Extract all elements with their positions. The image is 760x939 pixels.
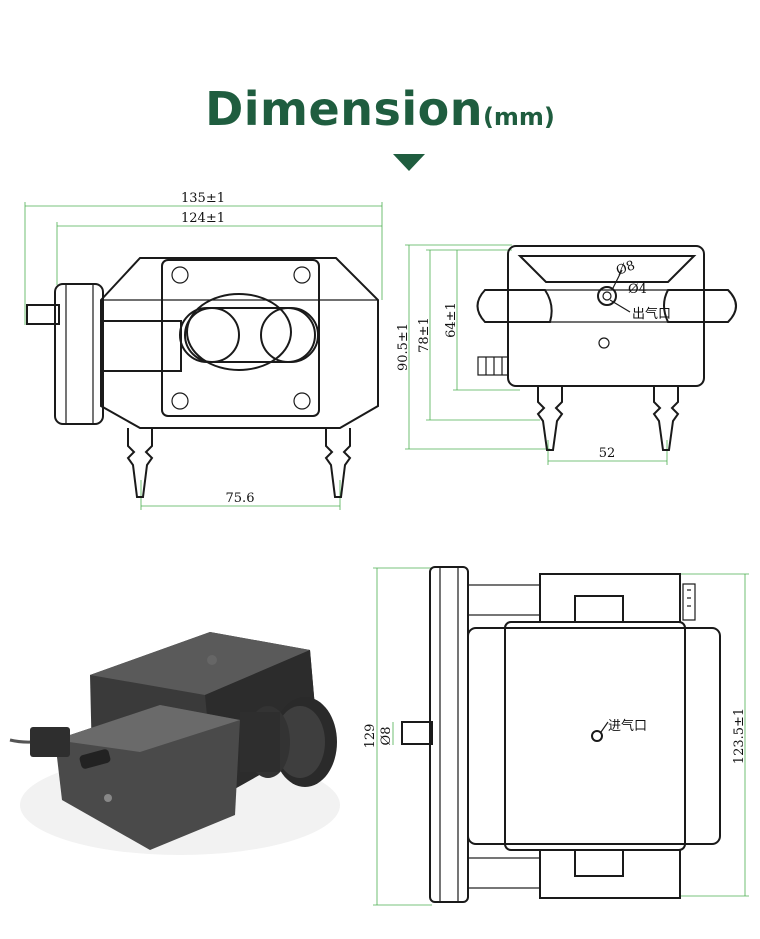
front-view-drawing: 135±1 124±1 75.6 <box>24 191 383 510</box>
down-arrow-icon <box>393 154 425 171</box>
front-overall-width-label: 135±1 <box>181 191 225 206</box>
side-height-top-label: 64±1 <box>444 302 459 338</box>
top-overall-length-label: 129 <box>363 724 378 749</box>
side-height-body-label: 78±1 <box>417 317 432 353</box>
front-body-width-label: 124±1 <box>181 211 225 226</box>
outlet-label: 出气口 <box>632 306 671 322</box>
top-overall-height-label: 123.5±1 <box>732 708 747 764</box>
product-photo <box>9 632 340 855</box>
title-unit: (mm) <box>482 103 555 131</box>
outlet-inner-diameter-label: Ø4 <box>628 282 647 297</box>
page-title: Dimension(mm) <box>0 82 760 136</box>
front-port-spacing-label: 75.6 <box>226 491 255 506</box>
title-text: Dimension <box>205 82 483 136</box>
top-view-drawing: 129 Ø8 123.5±1 进气口 <box>363 566 749 906</box>
outlet-outer-diameter-label: Ø8 <box>614 258 637 279</box>
side-height-overall-label: 90.5±1 <box>396 323 411 371</box>
top-shaft-diameter-label: Ø8 <box>379 727 394 746</box>
side-view-drawing: 90.5±1 78±1 64±1 52 Ø8 Ø4 出气口 <box>396 244 737 465</box>
side-port-spacing-label: 52 <box>599 446 616 461</box>
inlet-label: 进气口 <box>608 718 647 734</box>
